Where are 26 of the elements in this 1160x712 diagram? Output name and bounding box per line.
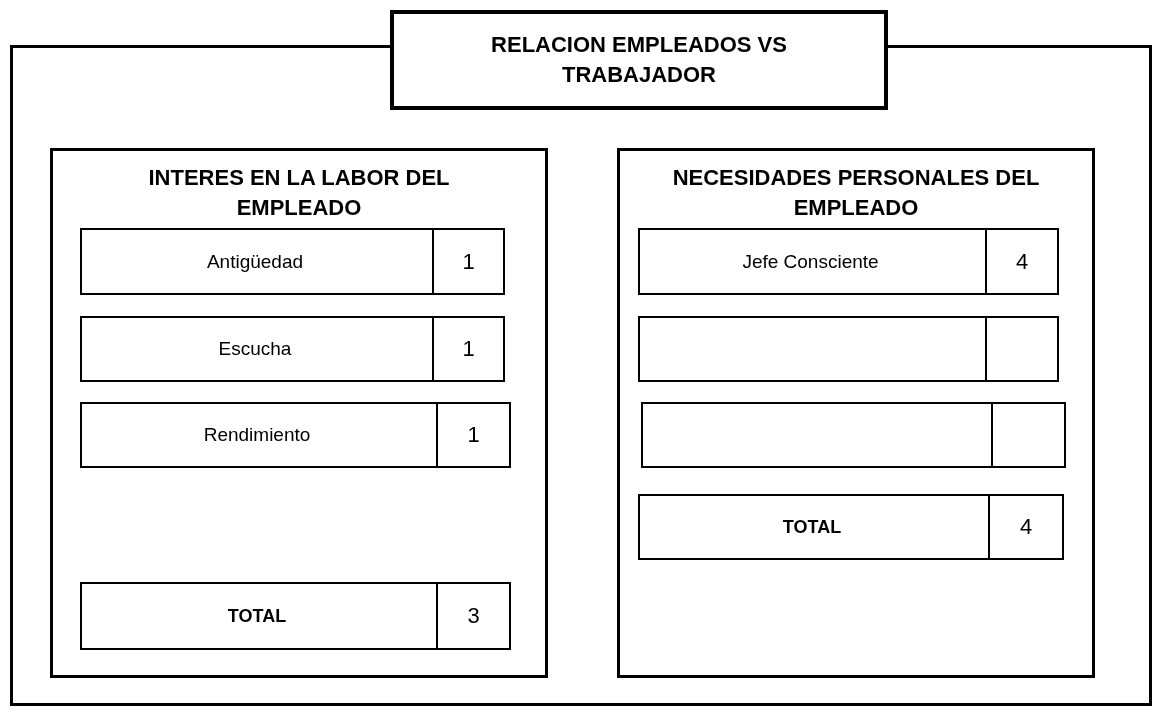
row-box (80, 402, 511, 468)
row-box (80, 228, 505, 295)
score-value: 1 (461, 336, 476, 362)
row-label: Rendimiento (202, 424, 312, 446)
title-box (390, 10, 888, 110)
empty-row-box (638, 316, 1059, 382)
row-box (80, 316, 505, 382)
panel-heading: NECESIDADES PERSONALES DEL EMPLEADO (671, 164, 1041, 222)
total-label: TOTAL (781, 516, 843, 538)
row-label: Antigüedad (205, 250, 305, 273)
total-label: TOTAL (226, 605, 288, 627)
total-row-box (80, 582, 511, 650)
score-value: 4 (1014, 248, 1030, 275)
score-value: 1 (466, 422, 481, 448)
total-row-box (638, 494, 1064, 560)
score-value: 3 (466, 603, 481, 629)
row-label: Jefe Consciente (741, 250, 880, 273)
panel-heading: INTERES EN LA LABOR DEL EMPLEADO (147, 164, 451, 222)
panel-box (50, 148, 548, 678)
title-text: RELACION EMPLEADOS VS TRABAJADOR (490, 31, 788, 89)
score-value: 1 (461, 248, 476, 275)
row-box (638, 228, 1059, 295)
panel-box (617, 148, 1095, 678)
row-label: Escucha (217, 338, 293, 360)
score-value: 4 (1018, 514, 1034, 540)
empty-row-box (641, 402, 1066, 468)
